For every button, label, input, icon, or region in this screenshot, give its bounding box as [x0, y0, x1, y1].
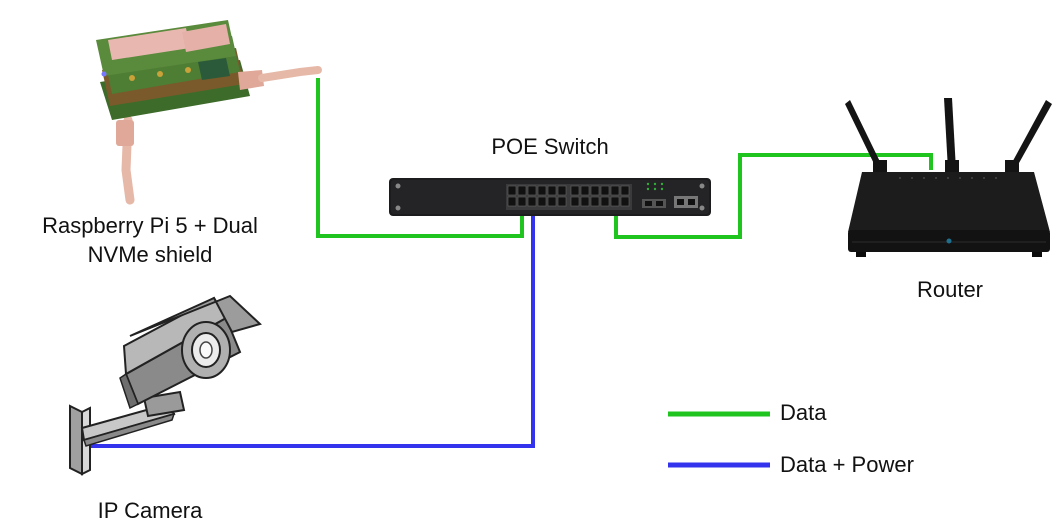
ip-camera-label: IP Camera — [97, 498, 203, 523]
switch-port — [580, 185, 590, 196]
legend-data-label: Data — [780, 400, 827, 425]
raspberry-pi-label-line2: NVMe shield — [87, 242, 213, 267]
switch-port — [507, 185, 517, 196]
switch-port — [610, 185, 620, 196]
switch-port — [590, 185, 600, 196]
switch-port — [507, 196, 517, 207]
router-data-line — [614, 153, 933, 239]
switch-port — [557, 196, 567, 207]
switch-port — [557, 185, 567, 196]
ip-camera-image — [69, 294, 262, 476]
connection-lines — [88, 78, 933, 448]
switch-port — [537, 196, 547, 207]
switch-port — [527, 185, 537, 196]
camera-power-line — [88, 201, 535, 448]
poe-switch-image — [389, 178, 711, 216]
switch-port — [517, 185, 527, 196]
switch-port — [527, 196, 537, 207]
raspberry-pi-image — [96, 20, 322, 205]
switch-port — [590, 196, 600, 207]
switch-port — [620, 185, 630, 196]
switch-port — [547, 185, 557, 196]
switch-port — [610, 196, 620, 207]
switch-port — [620, 196, 630, 207]
switch-port — [600, 196, 610, 207]
router-label: Router — [916, 277, 984, 302]
switch-port — [600, 185, 610, 196]
switch-port — [580, 196, 590, 207]
switch-port — [537, 185, 547, 196]
raspberry-pi-label-line1: Raspberry Pi 5 + Dual — [42, 213, 258, 238]
router-image — [845, 98, 1052, 257]
poe-switch-label: POE Switch — [491, 134, 609, 159]
pi-data-line — [316, 78, 524, 238]
switch-port — [547, 196, 557, 207]
switch-port — [570, 185, 580, 196]
switch-port — [517, 196, 527, 207]
legend-power-label: Data + Power — [780, 452, 914, 477]
raspberry-pi-label: Raspberry Pi 5 + Dual NVMe shield — [10, 211, 290, 269]
legend — [668, 411, 770, 468]
switch-port — [570, 196, 580, 207]
